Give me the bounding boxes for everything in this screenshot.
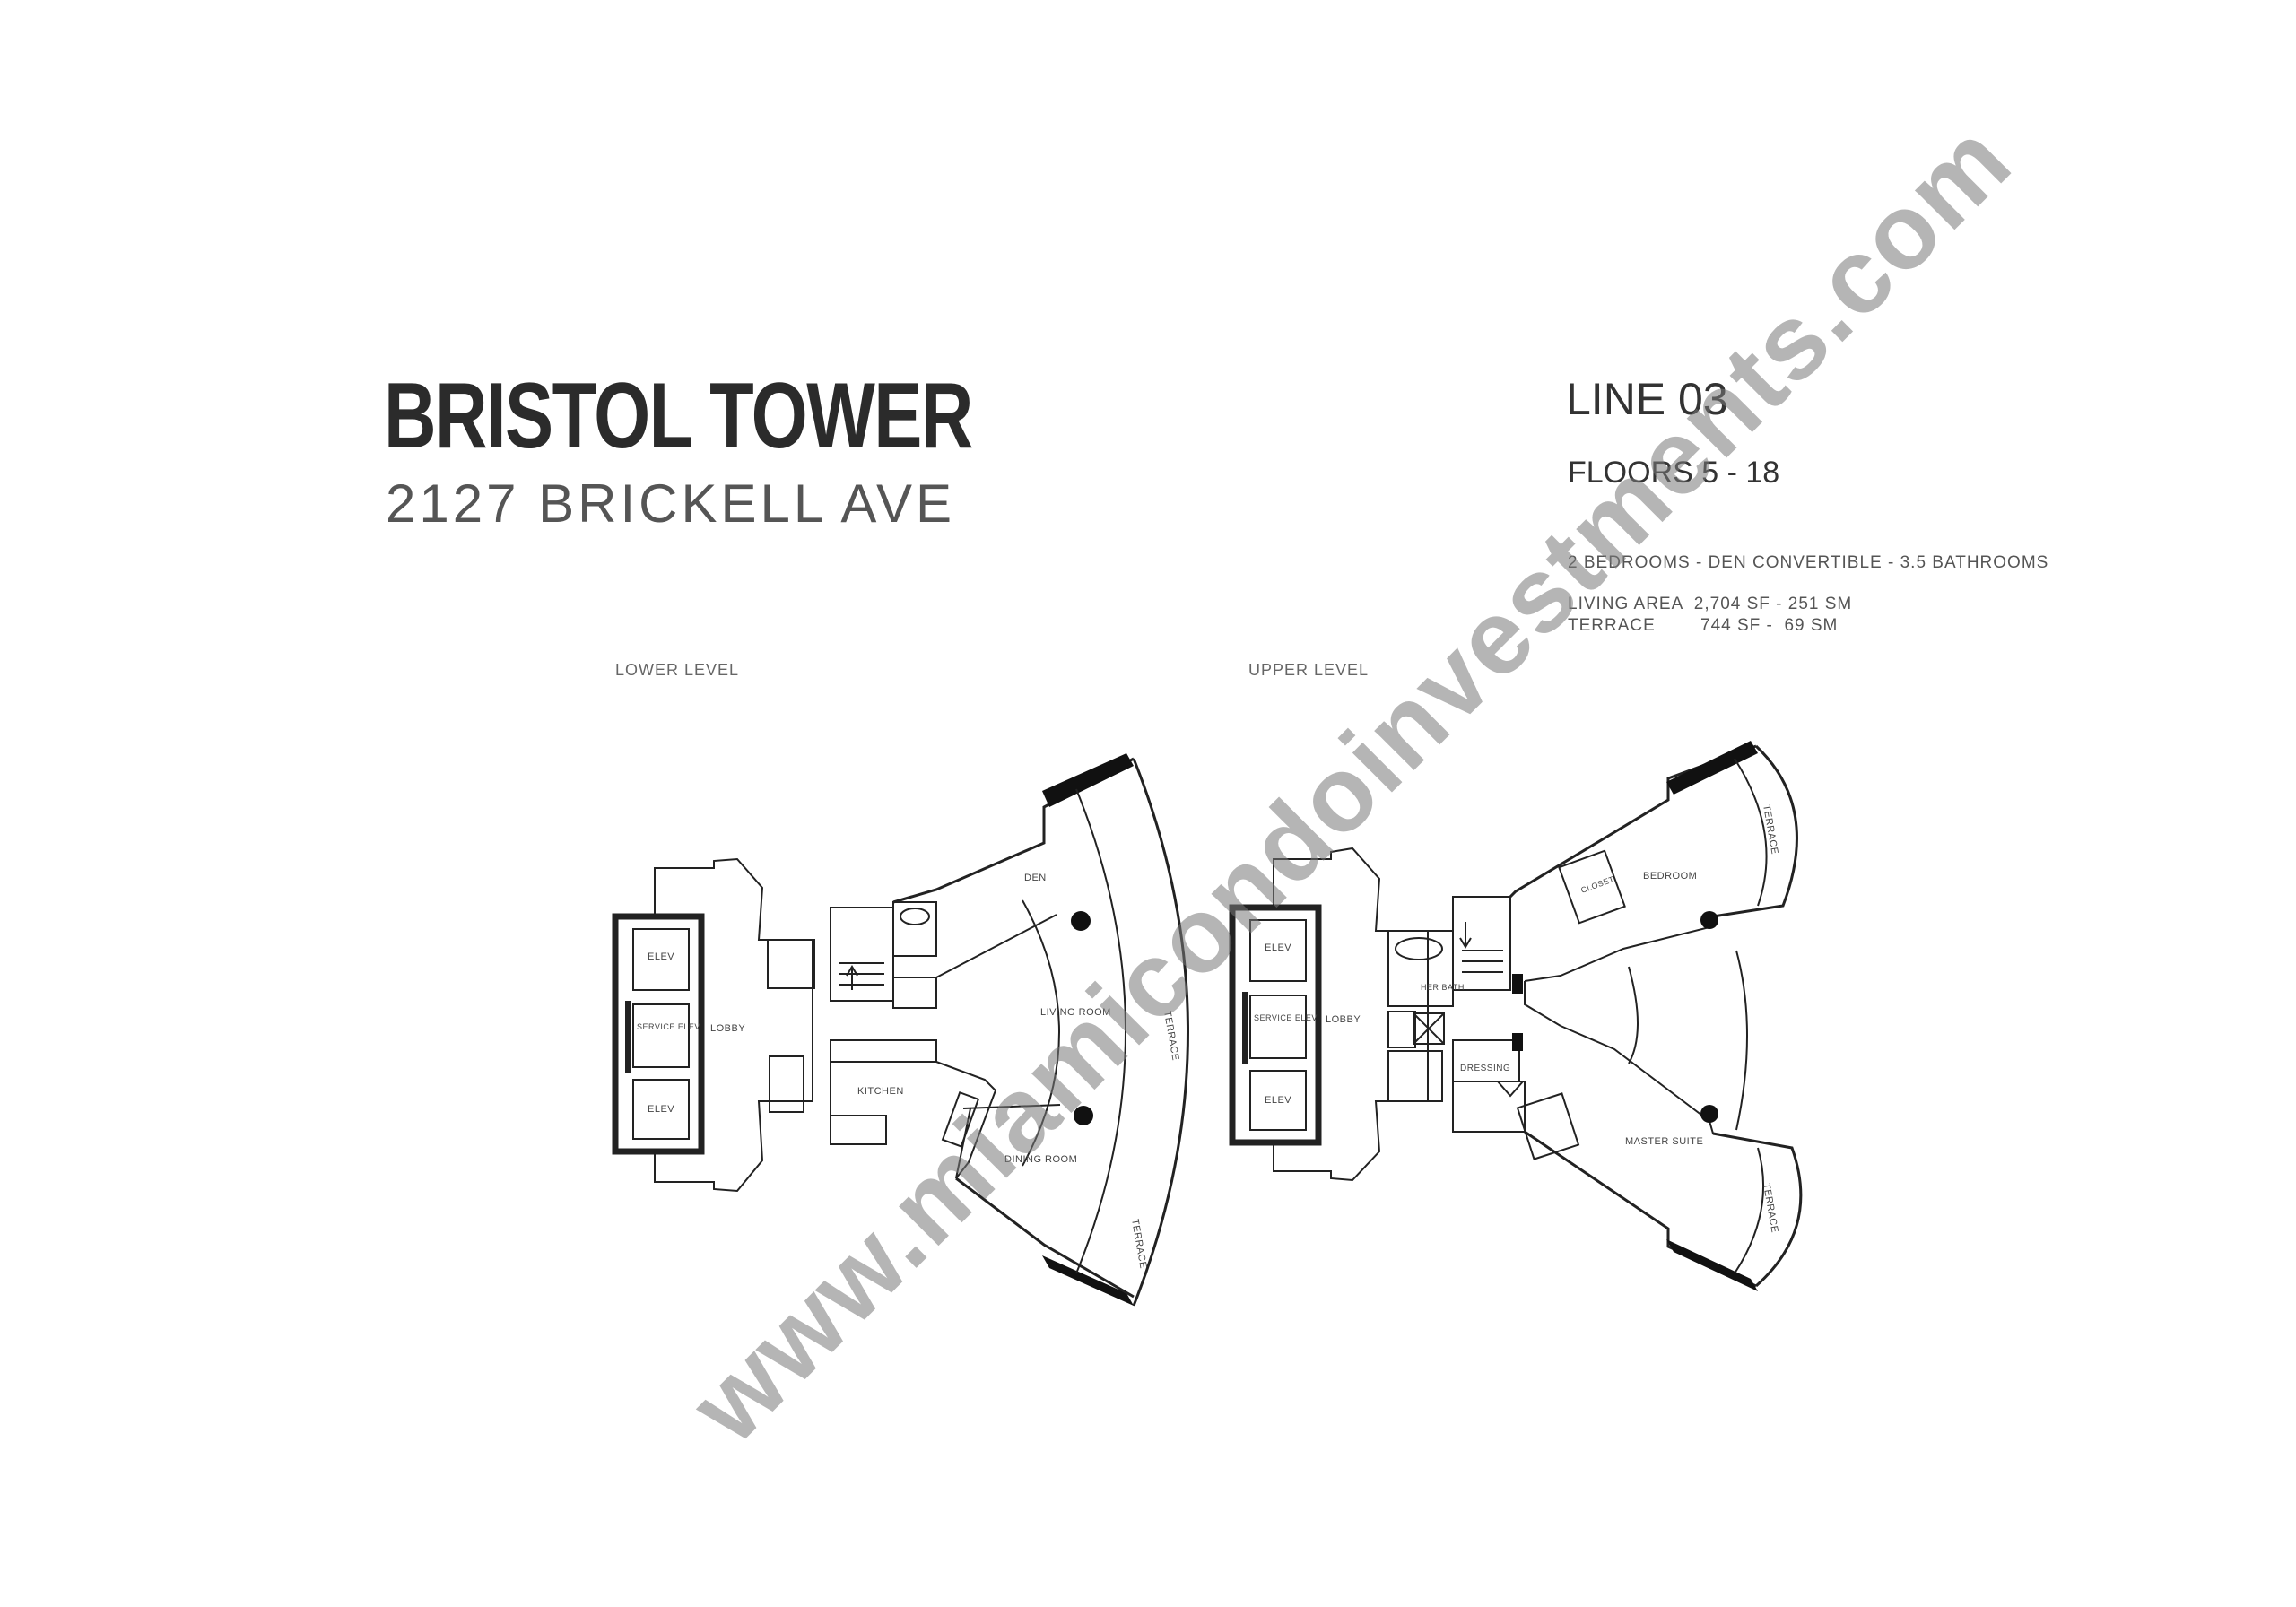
lower-service-elev bbox=[632, 1003, 690, 1068]
kitchen-label: KITCHEN bbox=[857, 1086, 904, 1097]
upper-lobby-label: LOBBY bbox=[1326, 1014, 1361, 1025]
master-suite-label: MASTER SUITE bbox=[1625, 1136, 1703, 1147]
upper-level-plan bbox=[1229, 741, 1803, 1291]
lower-lobby-outline bbox=[654, 857, 813, 1193]
unit-floors: FLOORS 5 - 18 bbox=[1568, 456, 1780, 490]
upper-elev-top-label: ELEV bbox=[1265, 942, 1292, 953]
upper-terrace-bottom-label: TERRACE bbox=[1761, 1182, 1780, 1233]
lower-bottom-column bbox=[1042, 1255, 1134, 1306]
lower-lobby-label: LOBBY bbox=[710, 1023, 745, 1034]
upper-elev-bottom-label: ELEV bbox=[1265, 1095, 1292, 1106]
lower-service-elev-label: SERVICE ELEV bbox=[637, 1022, 700, 1031]
building-name: BRISTOL TOWER bbox=[384, 364, 973, 468]
building-address: 2127 BRICKELL AVE bbox=[386, 473, 956, 534]
den-label: DEN bbox=[1024, 873, 1047, 883]
lower-terrace-bottom-label: TERRACE bbox=[1129, 1218, 1149, 1269]
lower-top-column bbox=[1042, 753, 1134, 807]
lower-elev-top bbox=[632, 928, 690, 991]
her-bath-label: HER BATH bbox=[1421, 983, 1465, 992]
dining-room-label: DINING ROOM bbox=[1004, 1154, 1077, 1165]
unit-living-area: LIVING AREA 2,704 SF - 251 SM bbox=[1568, 595, 1853, 613]
upper-service-elev-label: SERVICE ELEV bbox=[1254, 1013, 1318, 1022]
living-room-label: LIVING ROOM bbox=[1040, 1007, 1111, 1018]
upper-level-label: UPPER LEVEL bbox=[1248, 661, 1370, 679]
lower-elev-bottom-label: ELEV bbox=[648, 1104, 674, 1115]
bedroom-label: BEDROOM bbox=[1643, 871, 1697, 882]
upper-elevator-core bbox=[1229, 904, 1322, 1146]
unit-line-title: LINE 03 bbox=[1566, 374, 1728, 424]
lower-level-plan bbox=[612, 753, 1189, 1307]
lower-level-label: LOWER LEVEL bbox=[615, 661, 740, 679]
unit-terrace-area: TERRACE 744 SF - 69 SM bbox=[1568, 616, 1839, 635]
unit-layout: 2 BEDROOMS - DEN CONVERTIBLE - 3.5 BATHR… bbox=[1568, 553, 2049, 572]
lower-elev-bottom bbox=[632, 1079, 690, 1140]
dressing-label: DRESSING bbox=[1460, 1064, 1510, 1073]
closet-label: CLOSET bbox=[1579, 874, 1615, 895]
lower-elev-top-label: ELEV bbox=[648, 951, 674, 962]
lower-terrace-arc bbox=[1132, 758, 1189, 1307]
